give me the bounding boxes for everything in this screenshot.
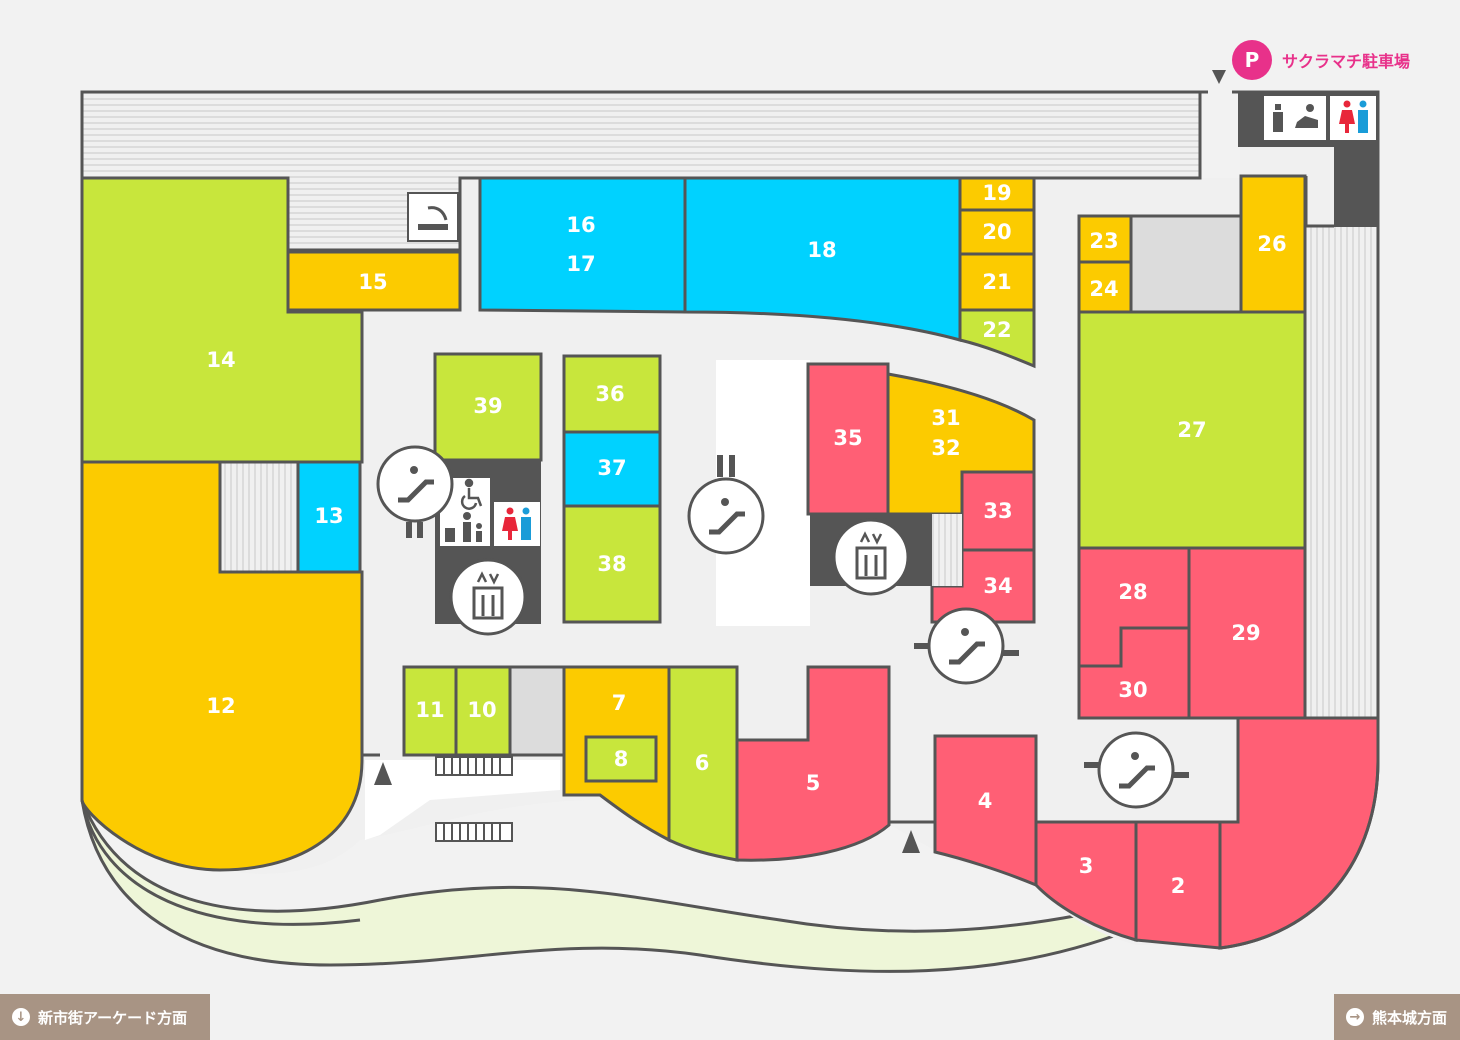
restroom-icon [1339,100,1368,133]
shop-label-24: 24 [1089,277,1118,301]
shop-24[interactable] [1077,260,1133,314]
shop-18[interactable] [683,176,962,342]
escalator-icon[interactable] [687,455,765,555]
shop-label-28: 28 [1118,580,1147,604]
direction-kumamoto-castle-label: 熊本城方面 [1372,1008,1448,1027]
arrow-down-icon: ↓ [12,1008,30,1026]
shop-label-11: 11 [415,698,444,722]
building-outline-east [1219,90,1380,950]
shop-5[interactable] [735,665,891,862]
shop-21[interactable] [958,252,1036,312]
shop-11[interactable] [402,665,458,757]
entrance-arrow-icon [1212,70,1226,84]
shop-22[interactable] [958,308,1036,369]
shop-label-33: 33 [983,499,1012,523]
shop-13[interactable] [296,460,362,574]
arrow-right-icon: → [1346,1008,1364,1026]
shop-label-20: 20 [982,220,1011,244]
covered-walkway-east [932,514,962,586]
shops [80,174,1380,950]
corridor-wall-northeast [1304,176,1334,228]
escalator-icon[interactable] [376,445,454,538]
stairs-south-upper [435,756,513,776]
wheelchair-icon [460,478,483,510]
smoking-area-icon[interactable] [407,192,459,242]
escalator-icon[interactable] [1084,731,1189,809]
shop-label-36: 36 [595,382,624,406]
shop-label-12: 12 [206,694,235,718]
shop-label-15: 15 [358,270,387,294]
escalator-icon[interactable] [914,607,1019,685]
direction-shinshigai-label: 新市街アーケード方面 [38,1008,188,1027]
shop-8[interactable] [584,735,658,783]
shop-label-27: 27 [1177,418,1206,442]
shop-label-2: 2 [1171,874,1186,898]
shop-29[interactable] [1187,546,1307,720]
shop-label-38: 38 [597,552,626,576]
shop-label-30: 30 [1118,678,1147,702]
elevator-icon[interactable] [449,558,527,636]
elevator-icon[interactable] [832,518,910,596]
shop-19[interactable] [958,176,1036,212]
entrance-arrow-icon [902,830,920,853]
shop-33[interactable] [960,470,1036,552]
shop-37[interactable] [562,430,662,508]
shop-label-7: 7 [612,691,627,715]
facility-block-northeast-column [1334,147,1378,227]
covered-walkway-mid [218,460,300,574]
shop-label-35: 35 [833,426,862,450]
shop-label-14: 14 [206,348,235,372]
shop-label-4: 4 [978,789,993,813]
shop-corner-east[interactable] [1218,716,1380,950]
nursing-room-icon [445,512,482,542]
shop-label-17: 17 [566,252,595,276]
restroom-icon-bg-center [494,502,540,546]
nursing-room-icon [1273,104,1318,132]
shop-label-3: 3 [1079,854,1094,878]
shop-label-18: 18 [807,238,836,262]
shop-38[interactable] [562,504,662,624]
shop-label-19: 19 [982,181,1011,205]
shop-label-37: 37 [597,456,626,480]
shop-label-21: 21 [982,270,1011,294]
shop-label-5: 5 [806,771,821,795]
direction-kumamoto-castle-button[interactable]: → 熊本城方面 [1334,994,1460,1040]
shop-label-22: 22 [982,318,1011,342]
shop-23[interactable] [1077,214,1133,264]
shop-label-39: 39 [473,394,502,418]
building-outline [80,90,1208,926]
shop-label-10: 10 [467,698,496,722]
covered-walkway-right [1306,226,1378,720]
stairs-south-lower [435,822,513,842]
shop-label-34: 34 [983,574,1012,598]
shop-label-29: 29 [1231,621,1260,645]
shop-label-23: 23 [1089,229,1118,253]
shop-label-31: 31 [931,406,960,430]
shop-15[interactable] [286,250,462,312]
shop-label-6: 6 [695,751,710,775]
shop-12[interactable] [80,460,364,872]
shop-16-17[interactable] [478,176,687,314]
entrance-arrow-icon [374,762,392,785]
storage-room [1129,214,1243,314]
shop-27[interactable] [1077,310,1307,550]
shop-label-32: 32 [931,436,960,460]
restroom-icon [502,507,531,540]
storage-room-south [508,665,566,757]
shop-36[interactable] [562,354,662,434]
shop-labels: 2 3 4 5 6 7 8 10 11 12 13 14 15 16 17 18… [206,181,1286,898]
shop-label-13: 13 [314,504,343,528]
shop-20[interactable] [958,208,1036,256]
shop-label-8: 8 [614,747,629,771]
parking-label: サクラマチ駐車場 [1282,52,1411,71]
parking-icon: P [1232,40,1272,80]
shop-label-16: 16 [566,213,595,237]
shop-label-26: 26 [1257,232,1286,256]
direction-shinshigai-button[interactable]: ↓ 新市街アーケード方面 [0,994,210,1040]
parking-indicator[interactable]: P サクラマチ駐車場 [1232,40,1410,80]
shop-39[interactable] [433,352,543,462]
entrance-walkway [365,760,560,840]
